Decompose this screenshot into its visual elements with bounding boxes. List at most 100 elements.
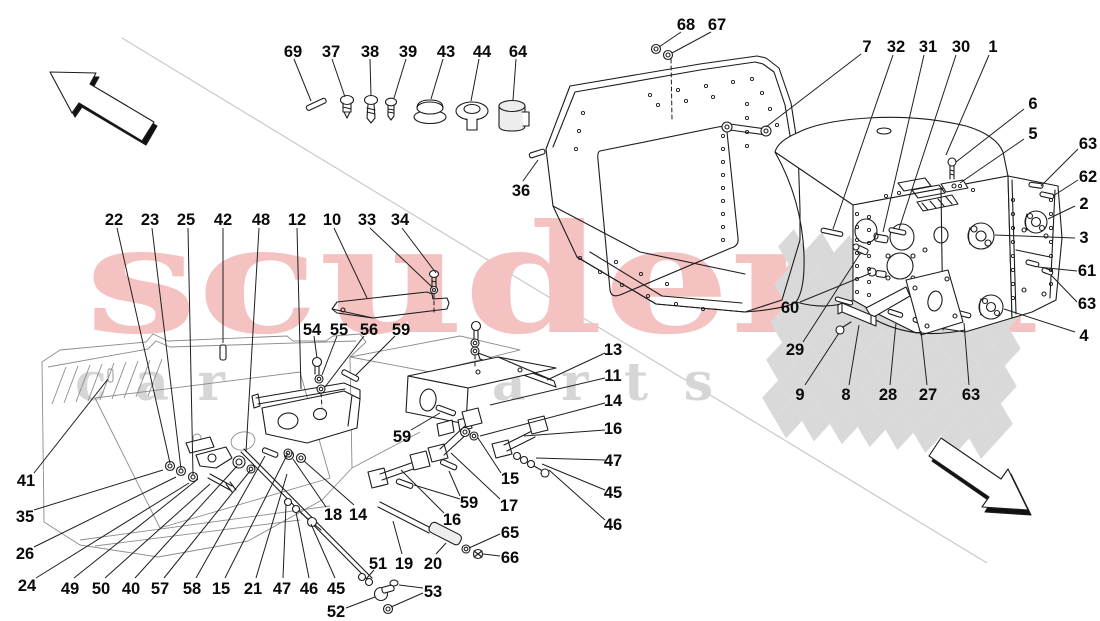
part-label-43: 43 xyxy=(437,43,455,61)
rivet-dot xyxy=(683,98,689,104)
part-label-8: 8 xyxy=(841,386,850,404)
leader-line-23 xyxy=(151,227,182,470)
leader-line-59 xyxy=(413,484,461,500)
flag-square xyxy=(817,252,846,291)
part-label-63: 63 xyxy=(1078,295,1096,313)
part-label-17: 17 xyxy=(500,497,518,515)
rivet-dot xyxy=(854,237,860,243)
part-label-28: 28 xyxy=(879,386,897,404)
part-label-14: 14 xyxy=(349,506,368,524)
leader-line-21 xyxy=(255,473,288,579)
rivet-dot xyxy=(703,83,709,89)
part-label-58: 58 xyxy=(183,580,201,598)
part-label-52: 52 xyxy=(327,603,345,621)
rivet-dot xyxy=(720,146,726,152)
flag-square xyxy=(762,380,791,419)
leader-line-33 xyxy=(369,227,433,288)
pin-36 xyxy=(528,148,546,159)
part-label-32: 32 xyxy=(887,38,905,56)
leader-line-68 xyxy=(658,31,682,48)
part-label-68: 68 xyxy=(677,16,695,34)
flag-square xyxy=(949,342,977,381)
rivet-dot xyxy=(957,183,963,189)
flag-square xyxy=(921,339,950,378)
leader-line-69 xyxy=(293,58,312,102)
part-label-22: 22 xyxy=(105,211,123,229)
part-label-26: 26 xyxy=(16,545,34,563)
leader-line-27 xyxy=(920,330,928,386)
part-label-36: 36 xyxy=(512,182,530,200)
rivet-dot xyxy=(647,92,653,98)
flag-square xyxy=(889,374,918,413)
flag-square xyxy=(929,397,958,436)
leader-line-22 xyxy=(116,227,171,464)
rivet-dot xyxy=(854,211,860,217)
part-label-4: 4 xyxy=(1079,327,1089,345)
leader-line-17 xyxy=(450,452,501,500)
part-label-25: 25 xyxy=(177,211,195,229)
rivet-dot xyxy=(1048,197,1054,203)
leader-line-45 xyxy=(310,523,336,579)
part-label-10: 10 xyxy=(323,211,341,229)
part-label-37: 37 xyxy=(322,43,340,61)
rivet-dot xyxy=(655,102,661,108)
mount-bracket-11 xyxy=(405,320,557,437)
leader-line-5 xyxy=(959,138,1025,184)
part-label-1: 1 xyxy=(988,38,997,56)
leader-line-4 xyxy=(1003,308,1076,333)
flag-square xyxy=(945,380,974,419)
leader-line-59 xyxy=(448,470,461,497)
leader-line-59 xyxy=(355,335,396,376)
leader-line-67 xyxy=(671,31,712,54)
rivet-dot xyxy=(866,266,872,272)
flag-square xyxy=(770,304,798,343)
leader-line-10 xyxy=(333,227,368,299)
rivet-dot xyxy=(1010,253,1016,259)
leader-line-59 xyxy=(410,412,441,431)
rivet-dot xyxy=(1048,281,1054,287)
watermark-tagline-word1: car xyxy=(75,352,280,413)
rivet-dot xyxy=(883,193,889,199)
flag-square xyxy=(774,266,802,305)
chassis-side-frame xyxy=(545,55,801,313)
flag-square xyxy=(965,325,993,363)
leader-line-58 xyxy=(195,455,266,579)
rivet-dot xyxy=(597,269,603,275)
part-label-62: 62 xyxy=(1079,168,1097,186)
part-label-69: 69 xyxy=(284,43,302,61)
closing-plate-10 xyxy=(331,269,450,319)
rivet-dot xyxy=(866,214,872,220)
rivet-dot xyxy=(576,128,582,134)
part-label-21: 21 xyxy=(244,580,262,598)
leader-line-32 xyxy=(832,54,894,230)
flag-square xyxy=(845,389,874,427)
part-label-11: 11 xyxy=(604,367,621,385)
washers-67-68 xyxy=(650,43,674,121)
flag-square xyxy=(973,383,1001,422)
rivet-dot xyxy=(759,90,765,96)
leader-line-29 xyxy=(802,253,861,343)
part-label-30: 30 xyxy=(952,38,970,56)
body-panel-outline xyxy=(41,333,521,558)
rivet-dot xyxy=(700,306,706,312)
flag-square xyxy=(917,377,946,416)
part-label-18: 18 xyxy=(324,506,342,524)
mount-bracket-12 xyxy=(251,356,361,464)
flag-square xyxy=(957,400,985,439)
rivet-dot xyxy=(720,159,726,165)
leader-line-8 xyxy=(848,324,860,386)
leader-line-3 xyxy=(994,234,1076,239)
rivet-dot xyxy=(767,106,773,112)
flag-square xyxy=(817,386,846,424)
leader-line-62 xyxy=(1052,179,1079,197)
direction-arrow-up-left-icon xyxy=(49,71,158,146)
part-label-59: 59 xyxy=(392,321,410,339)
part-label-24: 24 xyxy=(18,577,37,595)
rivet-dot xyxy=(1010,197,1016,203)
rivet-dot xyxy=(744,129,750,135)
rivet-dot xyxy=(866,292,872,298)
leader-line-56 xyxy=(324,335,365,388)
leader-line-66 xyxy=(482,553,501,557)
flag-square xyxy=(857,409,886,448)
